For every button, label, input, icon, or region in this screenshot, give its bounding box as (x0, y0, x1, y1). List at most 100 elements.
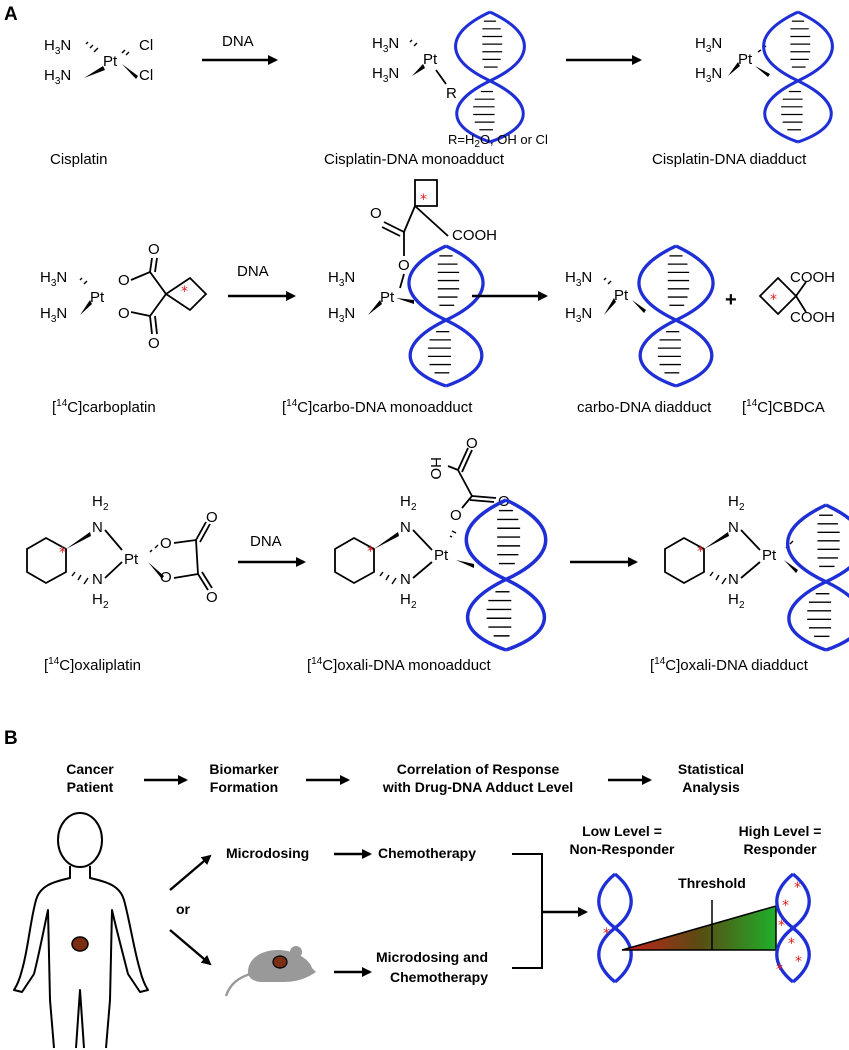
svg-text:*: * (603, 926, 610, 942)
branch-arrow-down (169, 929, 212, 966)
cisplatin-diadduct-caption: Cisplatin-DNA diadduct (652, 151, 807, 168)
carboplatin-structure: H3N H3N Pt O O O O * (40, 241, 208, 352)
svg-text:Pt: Pt (762, 547, 777, 564)
non-responder-label: Non-Responder (570, 841, 676, 857)
microdosing-label: Microdosing (226, 845, 309, 861)
svg-text:O: O (148, 241, 160, 258)
low-level-label: Low Level = (582, 823, 662, 839)
svg-text:R: R (446, 85, 457, 102)
svg-text:*: * (782, 898, 789, 914)
svg-text:Pt: Pt (103, 53, 118, 70)
svg-text:O: O (370, 205, 382, 222)
svg-text:2: 2 (739, 600, 745, 611)
svg-text:Pt: Pt (90, 289, 105, 306)
svg-text:Cancer: Cancer (66, 761, 114, 777)
svg-text:H: H (92, 591, 103, 608)
svg-text:N: N (400, 571, 411, 588)
carbo-monoadduct-caption: [14C]carbo-DNA monoadduct (282, 398, 473, 416)
svg-text:COOH: COOH (790, 309, 835, 326)
svg-text:Biomarker: Biomarker (209, 761, 279, 777)
svg-text:H3N: H3N (44, 67, 71, 87)
svg-text:H3N: H3N (40, 269, 67, 289)
svg-text:O: O (398, 257, 410, 274)
reagent-dna-row3: DNA (250, 533, 282, 550)
svg-text:*: * (778, 918, 785, 934)
svg-text:Pt: Pt (614, 287, 629, 304)
svg-text:2: 2 (103, 600, 109, 611)
chemotherapy-label-2: Chemotherapy (390, 969, 488, 985)
svg-text:Formation: Formation (210, 779, 278, 795)
svg-text:R=H2O, OH or Cl: R=H2O, OH or Cl (448, 132, 548, 150)
carbo-monoadduct-structure: * COOH O O H3N H3N Pt (328, 179, 497, 388)
svg-text:O: O (206, 589, 218, 606)
threshold-gradient (621, 905, 777, 951)
svg-text:H3N: H3N (328, 269, 355, 289)
cisplatin-monoadduct-caption: Cisplatin-DNA monoadduct (324, 151, 505, 168)
microdosing-and-label: Microdosing and (376, 949, 488, 965)
svg-text:O: O (450, 507, 462, 524)
reagent-dna-row1: DNA (222, 33, 254, 50)
svg-text:Pt: Pt (434, 547, 449, 564)
svg-text:*: * (697, 544, 704, 560)
carbo-diadduct-caption: carbo-DNA diadduct (577, 399, 712, 416)
svg-text:*: * (770, 292, 777, 308)
svg-text:H3N: H3N (695, 35, 722, 55)
svg-text:*: * (794, 880, 801, 896)
svg-text:2: 2 (411, 600, 417, 611)
svg-text:2: 2 (739, 502, 745, 513)
svg-text:*: * (367, 544, 374, 560)
dna-helix-icon (785, 503, 849, 652)
responder-label: Responder (743, 841, 817, 857)
svg-text:*: * (795, 954, 802, 970)
or-label: or (176, 901, 191, 917)
carbo-diadduct-structure: H3N H3N Pt (565, 244, 716, 388)
workflow-header: Cancer Patient Biomarker Formation Corre… (66, 761, 744, 795)
svg-text:2: 2 (411, 502, 417, 513)
svg-text:Statistical: Statistical (678, 761, 744, 777)
cisplatin-structure: H3N H3N Pt Cl Cl (44, 37, 153, 87)
oxali-monoadduct-caption: [14C]oxali-DNA monoadduct (307, 656, 492, 674)
chemotherapy-label: Chemotherapy (378, 845, 476, 861)
cyclohexane-ring-icon (664, 536, 705, 585)
svg-text:*: * (776, 962, 783, 978)
svg-text:H3N: H3N (372, 65, 399, 85)
svg-text:H3N: H3N (372, 35, 399, 55)
svg-text:H3N: H3N (565, 305, 592, 325)
reagent-dna-row2: DNA (237, 263, 269, 280)
svg-text:O: O (160, 569, 172, 586)
svg-text:Patient: Patient (67, 779, 114, 795)
svg-text:O: O (148, 335, 160, 352)
svg-text:COOH: COOH (452, 227, 497, 244)
svg-text:N: N (728, 571, 739, 588)
svg-text:H3N: H3N (40, 305, 67, 325)
svg-text:Pt: Pt (380, 289, 395, 306)
carboplatin-caption: [14C]carboplatin (52, 398, 156, 416)
panel-b-label: B (4, 728, 18, 749)
cyclohexane-ring-icon (26, 536, 67, 585)
svg-text:with Drug-DNA Adduct Level: with Drug-DNA Adduct Level (382, 779, 573, 795)
cbdca-caption: [14C]CBDCA (742, 398, 825, 416)
tumor-icon (71, 936, 89, 952)
branch-arrow-up (169, 854, 212, 891)
threshold-label: Threshold (678, 875, 746, 891)
svg-text:O: O (206, 509, 218, 526)
svg-text:H: H (400, 591, 411, 608)
svg-text:Analysis: Analysis (682, 779, 740, 795)
dna-helix-icon (761, 10, 835, 144)
cbdca-structure: * COOH COOH (758, 269, 835, 326)
dna-helix-icon (636, 244, 716, 388)
svg-text:Cl: Cl (139, 37, 153, 54)
oxali-monoadduct-structure: * H2 N N H2 Pt O O O HO (334, 435, 548, 652)
svg-text:H: H (400, 493, 411, 510)
cisplatin-diadduct-structure: H3N H3N Pt (695, 10, 835, 144)
svg-text:*: * (420, 192, 427, 208)
svg-text:H3N: H3N (695, 65, 722, 85)
svg-text:HO: HO (427, 457, 444, 480)
svg-text:H: H (728, 493, 739, 510)
svg-text:N: N (92, 519, 103, 536)
svg-text:*: * (788, 936, 795, 952)
svg-text:O: O (160, 535, 172, 552)
svg-text:Pt: Pt (423, 51, 438, 68)
